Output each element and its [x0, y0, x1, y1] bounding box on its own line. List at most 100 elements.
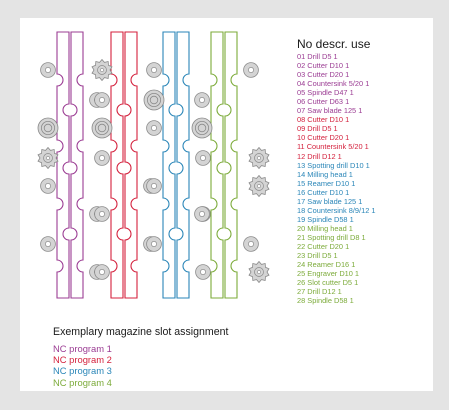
tool-slot — [37, 117, 59, 139]
slot-entry: 06 Cutter D63 1 — [297, 97, 350, 107]
tool-holder-icon — [94, 206, 110, 222]
magazine-rail-left — [210, 31, 224, 299]
tool-slot — [94, 206, 110, 222]
large-tool-holder-icon — [37, 117, 59, 139]
tool-holder-icon — [146, 178, 162, 194]
tool-holder-icon — [243, 236, 259, 252]
slot-entry: 17 Saw blade 125 1 — [297, 196, 363, 206]
slot-entry: 25 Engraver D10 1 — [297, 269, 360, 279]
magazine-rail-left — [162, 31, 176, 299]
tool-holder-icon — [40, 178, 56, 194]
large-tool-holder-icon — [91, 117, 113, 139]
slot-entry: 09 Drill D5 1 — [297, 124, 338, 134]
magazine-rail-right — [70, 31, 84, 299]
tool-slot — [91, 117, 113, 139]
large-tool-holder-icon — [143, 89, 165, 111]
tool-holder-icon — [94, 150, 110, 166]
slot-entry: 07 Saw blade 125 1 — [297, 106, 363, 116]
tool-slot — [146, 178, 162, 194]
magazine-rail-right — [124, 31, 138, 299]
magazine-4 — [191, 31, 270, 299]
large-tool-holder-icon — [191, 117, 213, 139]
tool-holder-icon — [194, 92, 210, 108]
magazine-2 — [91, 31, 159, 299]
slot-entry: 27 Drill D12 1 — [297, 287, 342, 297]
tool-holder-icon — [195, 150, 211, 166]
tool-slot — [146, 62, 162, 78]
tool-slot — [146, 120, 162, 136]
slot-entry: 04 Countersink 5/20 1 — [297, 79, 370, 89]
tool-slot — [248, 260, 270, 284]
slot-entry: 24 Reamer D16 1 — [297, 260, 356, 270]
slot-entry: 20 Milling head 1 — [297, 223, 353, 233]
slot-entry: 02 Cutter D10 1 — [297, 61, 350, 71]
magazine-rail-right — [224, 31, 238, 299]
slot-entry: 18 Countersink 8/9/12 1 — [297, 205, 376, 215]
slot-entry: 03 Cutter D20 1 — [297, 70, 350, 80]
slot-entry: 22 Cutter D20 1 — [297, 241, 350, 251]
slot-entry: 12 Drill D12 1 — [297, 151, 342, 161]
program-2-label: NC program 2 — [53, 354, 112, 366]
slot-entry: 21 Spotting drill D8 1 — [297, 232, 366, 242]
slot-entry: 14 Milling head 1 — [297, 169, 353, 179]
magazine-rail-right — [176, 31, 190, 299]
tool-slot — [143, 89, 165, 111]
magazine-slot-diagram — [37, 31, 270, 299]
program-3-label: NC program 3 — [53, 365, 112, 377]
saw-blade-icon — [248, 146, 270, 170]
magazine-rail-left — [110, 31, 124, 299]
slot-entry: 26 Slot cutter D5 1 — [297, 278, 359, 288]
tool-slot — [40, 62, 56, 78]
tool-slot — [94, 92, 110, 108]
saw-blade-icon — [248, 260, 270, 284]
slot-entry: 05 Spindle D47 1 — [297, 88, 354, 98]
tool-slot — [194, 92, 210, 108]
tool-slot — [195, 264, 211, 280]
magazine-3 — [143, 31, 211, 299]
slot-entry: 11 Countersink 5/20 1 — [297, 142, 369, 152]
tool-slot — [91, 58, 113, 82]
tool-slot — [146, 236, 162, 252]
tool-holder-icon — [195, 264, 211, 280]
tool-slot — [37, 146, 59, 170]
tool-slot — [40, 236, 56, 252]
tool-slot — [194, 206, 210, 222]
saw-blade-icon — [248, 174, 270, 198]
tool-holder-icon — [146, 236, 162, 252]
tool-slot — [40, 178, 56, 194]
tool-holder-icon — [40, 62, 56, 78]
program-4-label: NC program 4 — [53, 376, 112, 388]
saw-blade-icon — [37, 146, 59, 170]
slot-entry: 01 Drill D5 1 — [297, 52, 338, 61]
slot-entry: 13 Spotting drill D10 1 — [297, 160, 370, 170]
tool-slot — [248, 174, 270, 198]
magazine-rail-left — [56, 31, 70, 299]
diagram-caption: Exemplary magazine slot assignment — [53, 326, 229, 338]
tool-slot — [191, 117, 213, 139]
tool-holder-icon — [94, 264, 110, 280]
tool-slot — [94, 150, 110, 166]
slot-entry: 10 Cutter D20 1 — [297, 133, 350, 143]
slot-entry: 23 Drill D5 1 — [297, 251, 338, 261]
tool-holder-icon — [243, 62, 259, 78]
tool-holder-icon — [40, 236, 56, 252]
tool-slot — [94, 264, 110, 280]
slot-entry: 08 Cutter D10 1 — [297, 115, 350, 125]
tool-holder-icon — [94, 92, 110, 108]
tool-holder-icon — [146, 120, 162, 136]
program-1-label: NC program 1 — [53, 343, 112, 354]
slot-entry: 19 Spindle D58 1 — [297, 214, 354, 224]
saw-blade-icon — [91, 58, 113, 82]
slot-entry: 28 Spindle D58 1 — [297, 296, 354, 306]
tool-slot — [248, 146, 270, 170]
slot-entry: 15 Reamer D10 1 — [297, 178, 356, 188]
tool-slot — [243, 236, 259, 252]
legend-title: No descr. use — [297, 37, 371, 51]
tool-holder-icon — [194, 206, 210, 222]
tool-slot — [243, 62, 259, 78]
tool-slot — [195, 150, 211, 166]
